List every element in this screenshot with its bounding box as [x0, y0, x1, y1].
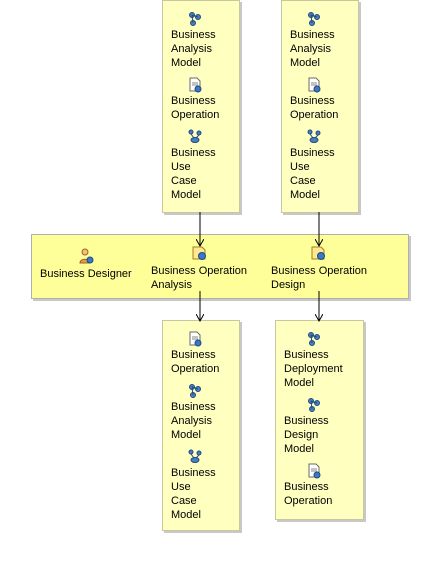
role-business-designer[interactable]: Business Designer: [32, 235, 142, 298]
artifact-label: Business Use Case Model: [171, 147, 216, 201]
artifact-label: Business Analysis Model: [171, 401, 216, 441]
artifact-label: Business Operation: [171, 95, 220, 121]
artifact-business-deployment-model[interactable]: Business Deployment Model: [284, 331, 359, 390]
artifact-business-analysis-model[interactable]: Business Analysis Model: [290, 11, 350, 70]
use-case-model-icon: [307, 129, 321, 143]
artifact-business-operation[interactable]: Business Operation: [284, 463, 359, 508]
input-artifacts-box-left: Business Analysis Model Business Operati…: [162, 0, 240, 213]
use-case-model-icon: [188, 449, 202, 463]
task-label: Business Operation Analysis: [151, 265, 247, 291]
artifact-label: Business Operation: [290, 95, 339, 121]
document-icon: [189, 331, 202, 347]
output-artifacts-box-right: Business Deployment Model Business Desig…: [275, 320, 364, 520]
role-label: Business Designer: [40, 268, 132, 280]
artifact-label: Business Operation: [171, 349, 220, 375]
artifact-business-use-case-model[interactable]: Business Use Case Model: [290, 129, 350, 202]
artifact-label: Business Deployment Model: [284, 349, 343, 389]
artifact-label: Business Operation: [284, 481, 333, 507]
use-case-model-icon: [188, 129, 202, 143]
role-task-band: Business Designer Business Operation Ana…: [31, 234, 409, 299]
artifact-business-operation[interactable]: Business Operation: [171, 77, 231, 122]
artifact-business-operation[interactable]: Business Operation: [290, 77, 350, 122]
artifact-label: Business Design Model: [284, 415, 329, 455]
model-icon: [308, 12, 320, 26]
model-icon: [308, 398, 320, 412]
model-icon: [189, 384, 201, 398]
output-artifacts-box-left: Business Operation Business Analysis Mod…: [162, 320, 240, 531]
document-icon: [189, 77, 202, 93]
artifact-business-analysis-model[interactable]: Business Analysis Model: [171, 383, 231, 442]
artifact-business-operation[interactable]: Business Operation: [171, 331, 231, 376]
artifact-business-use-case-model[interactable]: Business Use Case Model: [171, 129, 231, 202]
task-business-operation-analysis[interactable]: Business Operation Analysis: [150, 235, 268, 298]
input-artifacts-box-right: Business Analysis Model Business Operati…: [281, 0, 359, 213]
artifact-label: Business Analysis Model: [290, 29, 335, 69]
task-business-operation-design[interactable]: Business Operation Design: [270, 235, 400, 298]
task-label: Business Operation Design: [271, 265, 367, 291]
role-person-icon: [79, 248, 94, 264]
model-icon: [308, 332, 320, 346]
document-icon: [308, 77, 321, 93]
model-icon: [189, 12, 201, 26]
artifact-label: Business Use Case Model: [290, 147, 335, 201]
document-icon: [308, 463, 321, 479]
artifact-business-analysis-model[interactable]: Business Analysis Model: [171, 11, 231, 70]
task-icon: [192, 246, 206, 260]
artifact-label: Business Analysis Model: [171, 29, 216, 69]
artifact-business-design-model[interactable]: Business Design Model: [284, 397, 359, 456]
task-icon: [311, 246, 325, 260]
artifact-business-use-case-model[interactable]: Business Use Case Model: [171, 449, 231, 522]
artifact-label: Business Use Case Model: [171, 467, 216, 521]
